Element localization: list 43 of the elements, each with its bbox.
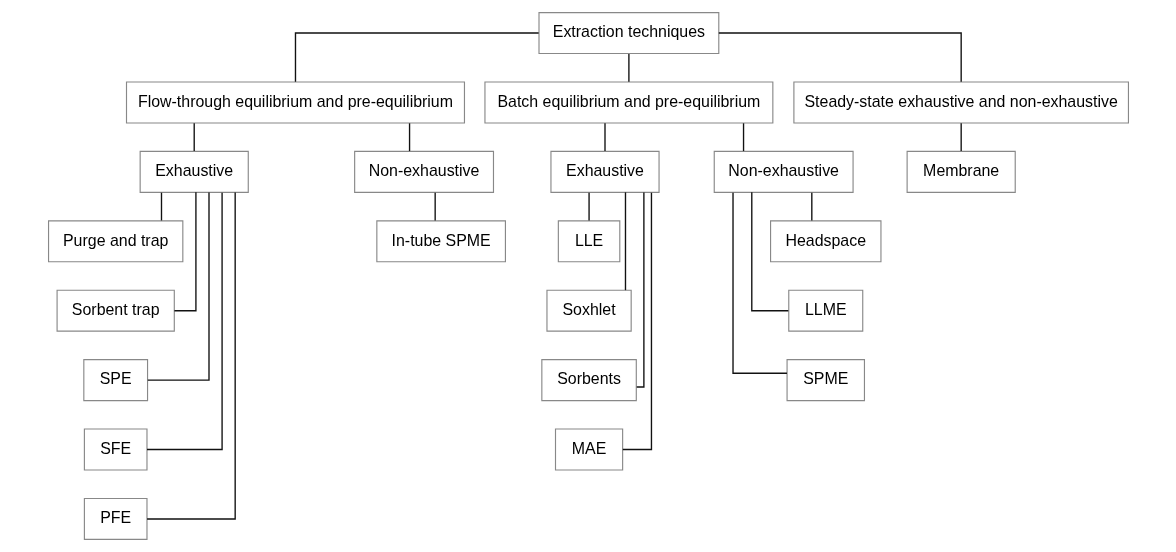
connector — [750, 191, 789, 312]
node-box: LLME — [787, 289, 863, 332]
connector — [731, 192, 788, 374]
connector — [193, 122, 195, 152]
connector — [173, 191, 197, 312]
connector — [145, 192, 223, 451]
connector — [603, 122, 606, 152]
connector — [717, 32, 962, 83]
connector — [587, 192, 590, 222]
connector — [408, 122, 410, 152]
node-box: SPE — [82, 359, 148, 402]
connector — [160, 192, 162, 222]
connector — [145, 191, 236, 520]
node-box: Flow-through equilibrium and pre-equilibrium — [125, 81, 465, 124]
node-box: Extraction techniques — [537, 12, 719, 55]
node-box: Non-exhaustive — [713, 150, 854, 193]
node-box: Exhaustive — [549, 150, 660, 193]
node-box: Exhaustive — [139, 150, 249, 193]
node-box: PFE — [83, 497, 148, 540]
connector — [624, 191, 626, 291]
connector — [635, 191, 645, 388]
node-box: SFE — [83, 428, 148, 471]
node-box: Non-exhaustive — [353, 150, 494, 193]
node-box: Soxhlet — [545, 289, 632, 332]
node-box: Sorbents — [540, 359, 637, 402]
connector — [146, 191, 210, 381]
connector — [960, 122, 962, 152]
node-box: LLE — [557, 220, 620, 263]
node-box: In-tube SPME — [375, 220, 506, 263]
connector — [627, 53, 630, 83]
node-box: Membrane — [906, 150, 1016, 193]
node-box: Steady-state exhaustive and non-exhaustive — [792, 81, 1129, 124]
node-box: MAE — [554, 428, 623, 471]
node-box: Sorbent trap — [56, 289, 175, 332]
connector — [433, 192, 436, 222]
node-box: Purge and trap — [47, 220, 183, 263]
node-box: Batch equilibrium and pre-equilibrium — [483, 81, 773, 124]
connector — [742, 122, 744, 152]
node-box: Headspace — [769, 220, 882, 263]
connector — [810, 192, 812, 222]
connector — [621, 192, 652, 451]
connector — [294, 32, 539, 83]
node-box: SPME — [786, 359, 865, 402]
